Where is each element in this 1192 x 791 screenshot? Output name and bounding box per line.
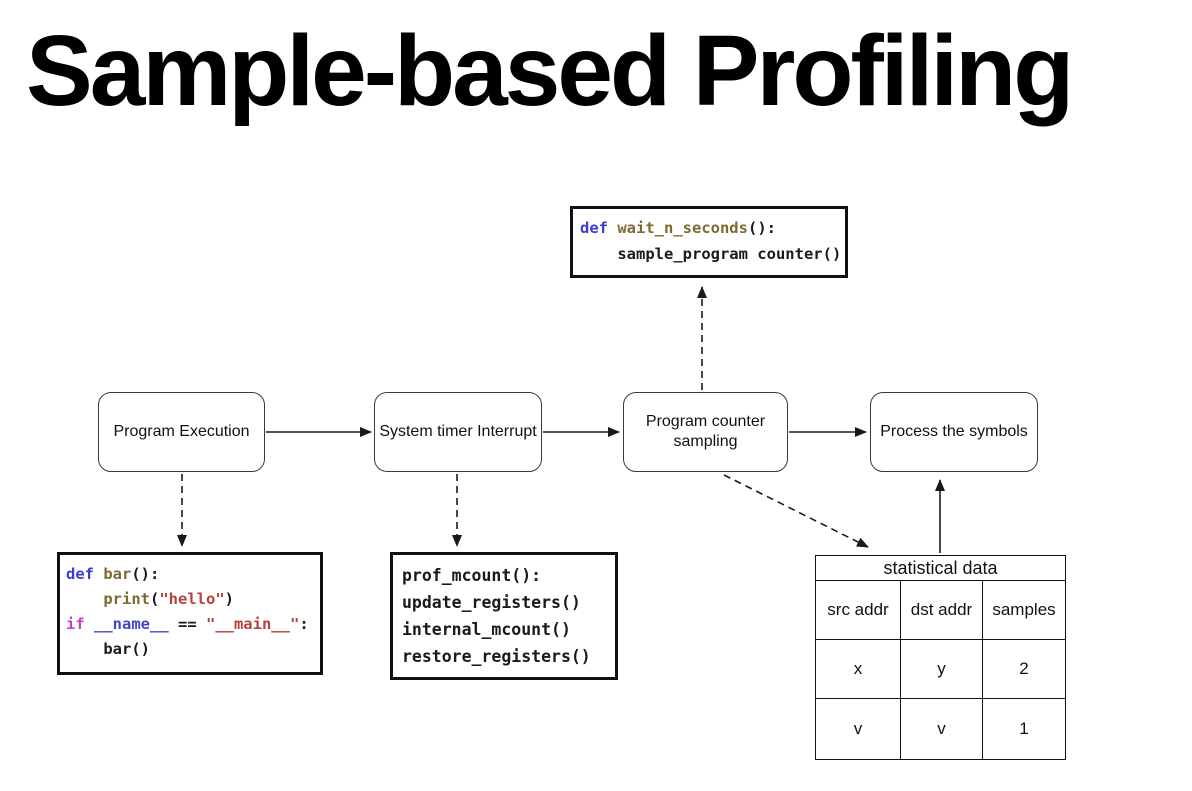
code-line: if __name__ == "__main__":: [66, 612, 320, 637]
code-line: def bar():: [66, 562, 320, 587]
flow-box-program-execution: Program Execution: [98, 392, 265, 472]
table-cell: x: [815, 639, 901, 699]
table-header-row: src addr dst addr samples: [815, 580, 1066, 640]
flow-box-system-timer-interrupt: System timer Interrupt: [374, 392, 542, 472]
code-token-plain: prof_mcount():: [402, 566, 542, 585]
column-header-src-addr: src addr: [815, 580, 901, 640]
statistical-data-table: statistical data src addr dst addr sampl…: [815, 555, 1066, 760]
code-token-plain: internal_mcount(): [402, 620, 571, 639]
code-line: def wait_n_seconds():: [580, 215, 845, 241]
code-token-plain: :: [299, 615, 309, 633]
flow-box-label: Program Execution: [113, 423, 250, 440]
code-token-conditional: if: [66, 615, 94, 633]
code-token-plain: bar(): [66, 640, 150, 658]
table-cell: y: [900, 639, 983, 699]
table-cell: 1: [982, 698, 1066, 760]
code-token-plain: sample_program counter(): [580, 245, 842, 263]
code-token-plain: ():: [747, 219, 776, 237]
code-token-keyword: def: [580, 219, 618, 237]
page-title: Sample-based Profiling: [26, 15, 1074, 127]
code-box-prof-mcount: prof_mcount(): update_registers() internal…: [390, 552, 618, 680]
code-token-function: print: [103, 590, 150, 608]
code-token-function: wait_n_seconds: [617, 219, 748, 237]
flow-box-label: System timer Interrupt: [379, 423, 537, 440]
flow-box-program-counter-sampling: Program counter sampling: [623, 392, 788, 472]
flow-box-process-the-symbols: Process the symbols: [870, 392, 1038, 472]
code-line: sample_program counter(): [580, 241, 845, 267]
code-box-bar-program: def bar(): print("hello")if __name__ == …: [57, 552, 323, 675]
table-title: statistical data: [815, 555, 1066, 581]
table-cell: v: [815, 698, 901, 760]
table-row: x y 2: [815, 639, 1066, 699]
flow-box-label: Program counter sampling: [645, 413, 766, 450]
code-token-string: "__main__": [205, 615, 300, 633]
column-header-samples: samples: [982, 580, 1066, 640]
table-cell: 2: [982, 639, 1066, 699]
code-token-plain: (: [150, 590, 160, 608]
code-token-function: bar: [103, 565, 132, 583]
flow-box-label: Process the symbols: [880, 423, 1028, 440]
code-token-dunder: __name__: [94, 615, 169, 633]
code-token-keyword: def: [66, 565, 104, 583]
code-box-wait-n-seconds: def wait_n_seconds(): sample_program cou…: [570, 206, 848, 278]
table-title-row: statistical data: [815, 555, 1066, 581]
column-header-dst-addr: dst addr: [900, 580, 983, 640]
code-line: update_registers(): [402, 589, 615, 616]
code-token-plain: [66, 590, 103, 608]
table-cell: v: [900, 698, 983, 760]
arrow-sampling-to-table-icon: [723, 474, 869, 548]
code-line: restore_registers(): [402, 643, 615, 670]
table-row: v v 1: [815, 698, 1066, 760]
code-line: prof_mcount():: [402, 562, 615, 589]
code-token-plain: restore_registers(): [402, 647, 591, 666]
code-line: bar(): [66, 637, 320, 662]
code-token-plain: update_registers(): [402, 593, 581, 612]
code-token-plain: ): [224, 590, 235, 608]
code-token-plain: ==: [168, 615, 206, 633]
code-line: print("hello"): [66, 587, 320, 612]
code-token-string: "hello": [159, 590, 225, 608]
code-line: internal_mcount(): [402, 616, 615, 643]
code-token-plain: ():: [131, 565, 160, 583]
